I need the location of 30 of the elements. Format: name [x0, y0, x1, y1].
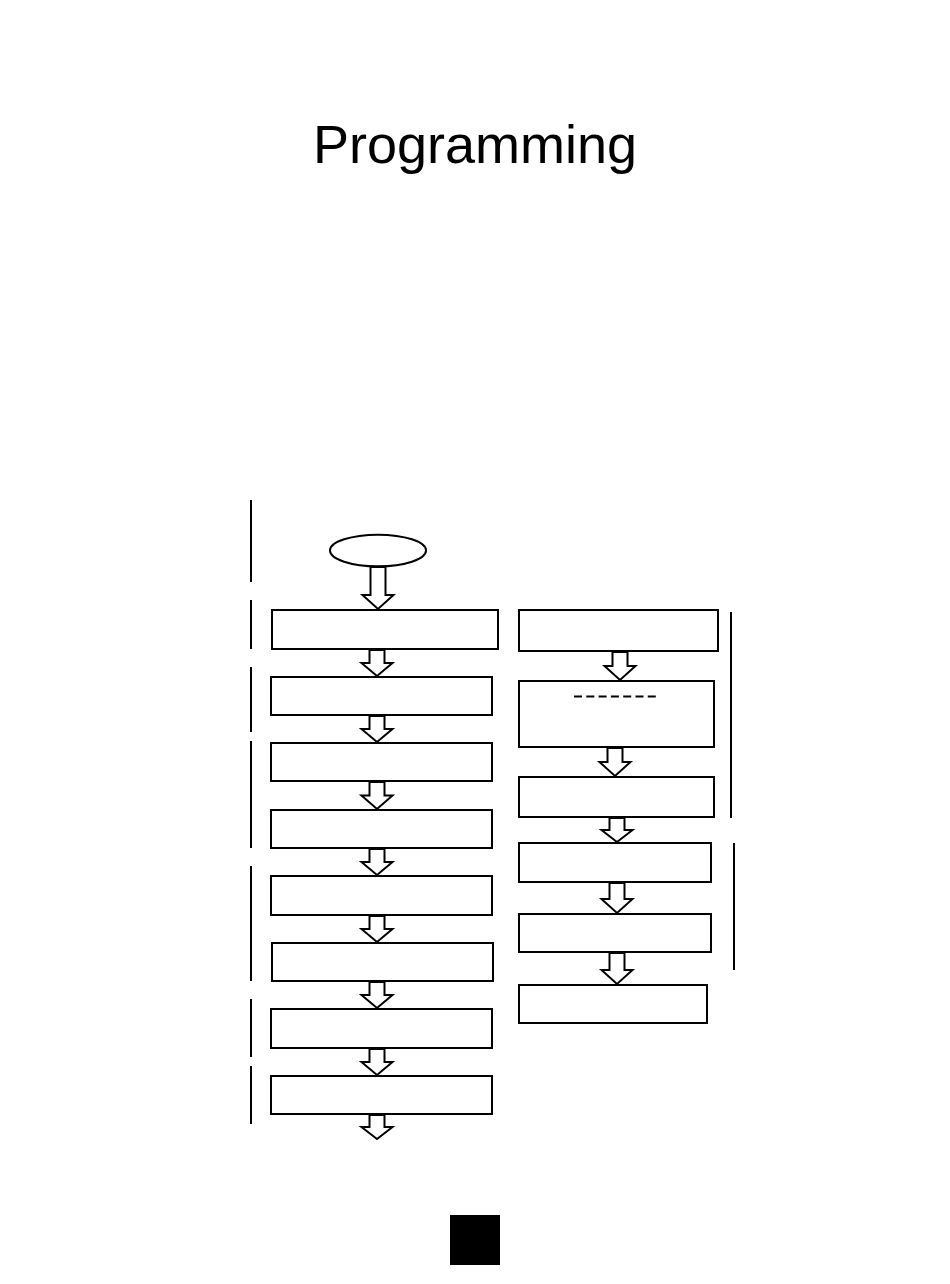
block-arrow: [358, 848, 396, 877]
block-arrow: [359, 566, 397, 611]
process-box: [518, 776, 715, 818]
start-oval: [329, 534, 427, 567]
block-arrow: [358, 915, 396, 944]
process-box: [518, 680, 715, 748]
process-box: [270, 742, 493, 782]
process-box: [270, 676, 493, 716]
block-arrow: [358, 715, 396, 744]
process-box: [271, 942, 494, 982]
block-arrow: [358, 649, 396, 678]
process-box: [271, 609, 499, 650]
page-title: Programming: [312, 113, 638, 176]
block-arrow: [598, 952, 636, 986]
process-box: [270, 1075, 493, 1115]
block-arrow: [358, 1114, 396, 1141]
block-arrow: [601, 651, 639, 682]
process-box: [270, 1008, 493, 1049]
block-arrow: [358, 781, 396, 811]
process-box: [270, 809, 493, 849]
process-box: [518, 913, 712, 953]
process-box: [518, 984, 708, 1024]
process-box: [518, 842, 712, 883]
block-arrow: [358, 981, 396, 1010]
process-box: [518, 609, 719, 652]
block-arrow: [358, 1048, 396, 1077]
block-arrow: [598, 817, 636, 844]
block-arrow: [596, 747, 634, 778]
process-box: [270, 875, 493, 916]
block-arrow: [598, 882, 636, 915]
